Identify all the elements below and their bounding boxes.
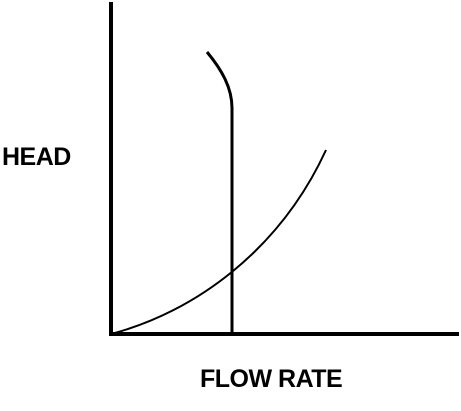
system-curve bbox=[110, 149, 327, 335]
pump-curve bbox=[205, 51, 234, 336]
x-axis-label: FLOW RATE bbox=[200, 365, 343, 393]
y-axis-label: HEAD bbox=[2, 143, 71, 171]
